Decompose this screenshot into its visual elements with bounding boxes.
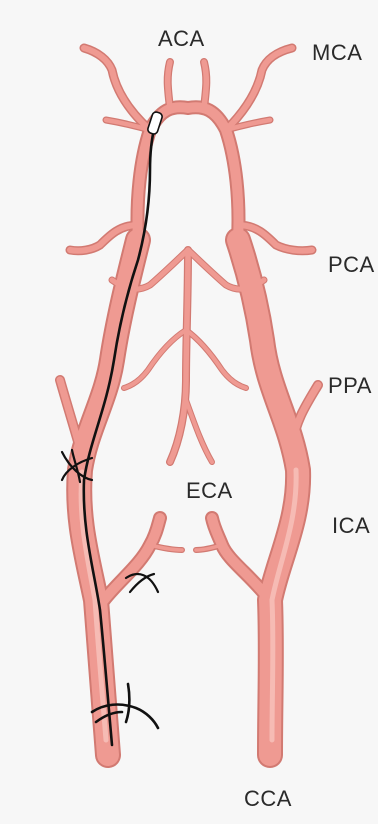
label-cca: CCA	[244, 786, 292, 812]
label-pca: PCA	[328, 252, 375, 278]
catheter-tip	[147, 111, 163, 135]
label-eca: ECA	[186, 478, 233, 504]
label-ppa: PPA	[328, 373, 372, 399]
label-aca: ACA	[158, 26, 205, 52]
label-mca: MCA	[312, 40, 362, 66]
vessel-network	[60, 48, 318, 755]
label-ica: ICA	[332, 513, 370, 539]
